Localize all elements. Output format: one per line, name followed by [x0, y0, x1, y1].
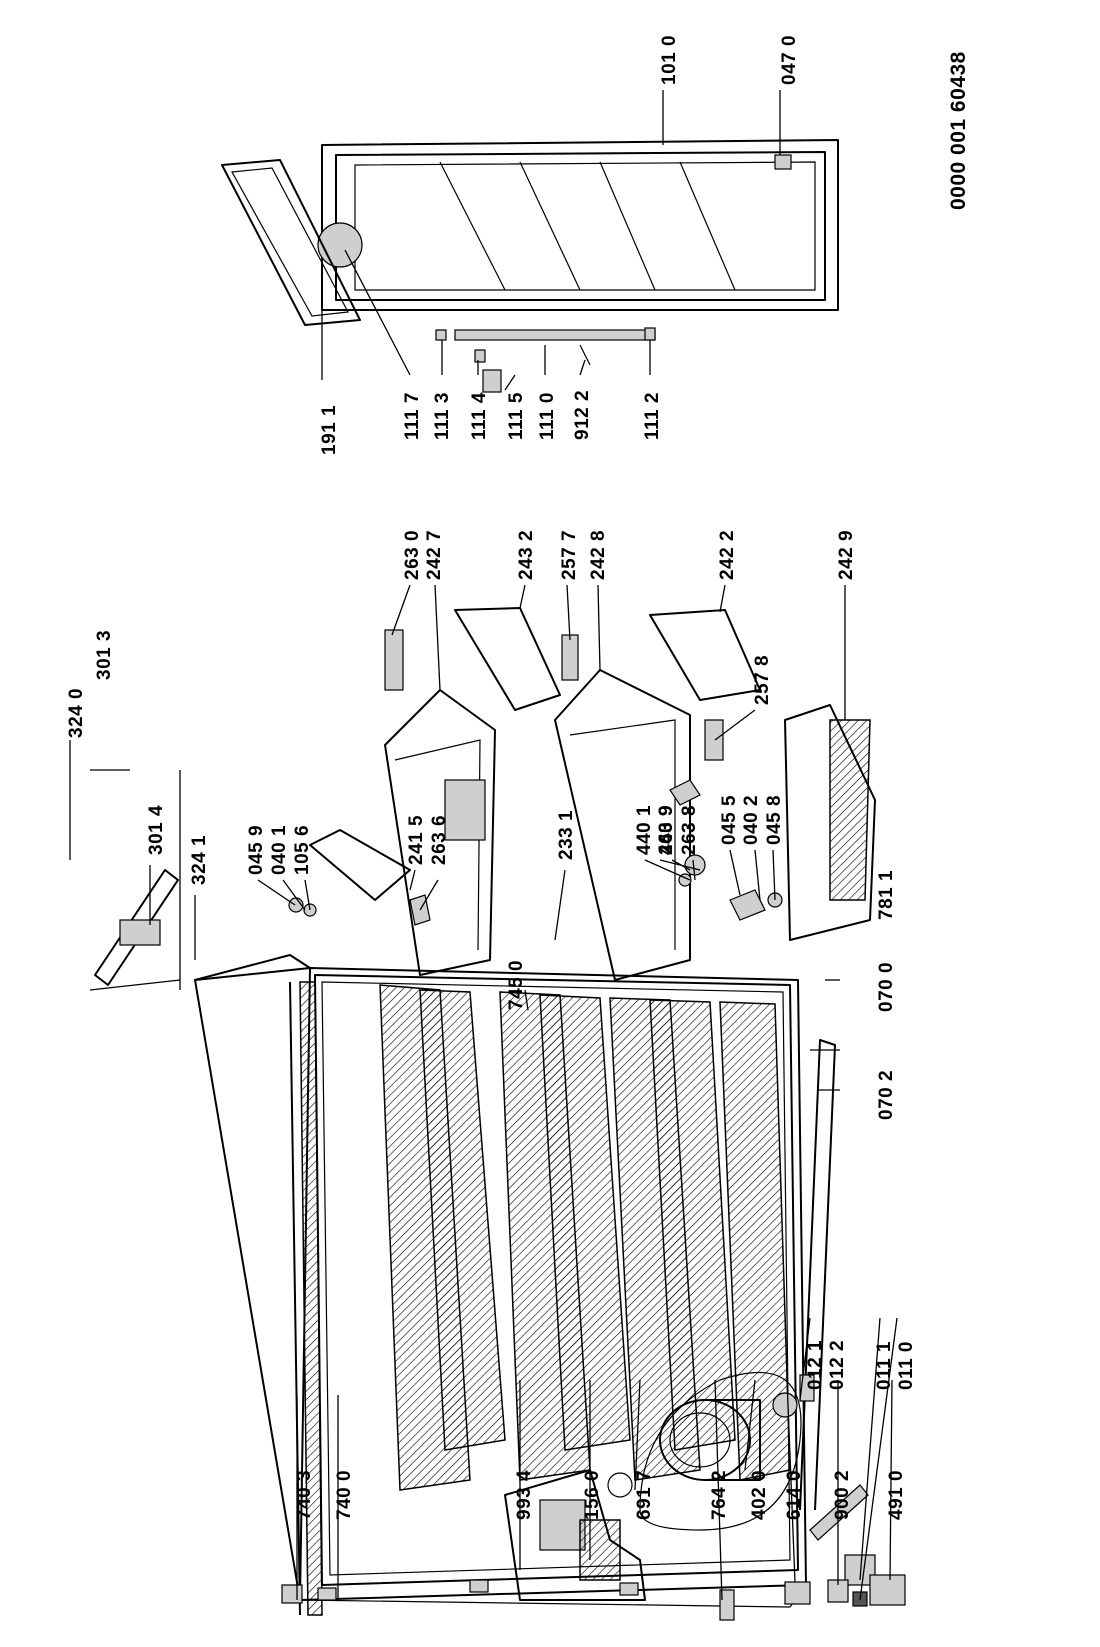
door-handle	[435, 327, 656, 393]
part-label: 011 0	[896, 1341, 917, 1390]
part-label: 324 0	[66, 688, 87, 738]
part-label: 740 0	[334, 1470, 355, 1520]
part-label: 912 2	[572, 390, 593, 440]
part-label: 011 1	[874, 1341, 895, 1390]
cover-part	[869, 1574, 906, 1606]
part-label: 045 5	[719, 795, 740, 845]
part-label: 993 4	[514, 1470, 535, 1520]
part-label: 263 6	[429, 815, 450, 865]
part-label: 263 0	[402, 530, 423, 580]
part-label: 012 1	[805, 1340, 826, 1390]
part-label: 745 0	[506, 960, 527, 1010]
part-label: 440 9	[656, 805, 677, 855]
part-label: 491 0	[886, 1470, 907, 1520]
part-label: 242 8	[588, 530, 609, 580]
basket-upper	[384, 689, 496, 976]
part-label: 301 3	[94, 630, 115, 680]
part-label: 040 2	[741, 795, 762, 845]
leader-lines	[69, 90, 898, 1601]
door-gasket	[221, 159, 361, 326]
part-labels: 740 3 740 0 993 4 156 0 691 7 764 2 402 0 614 0…	[66, 35, 970, 1520]
top-panel	[89, 869, 181, 991]
part-label: 101 0	[659, 35, 680, 85]
part-label: 111 3	[432, 392, 453, 440]
part-label: 111 2	[642, 392, 663, 440]
part-label: 070 2	[876, 1070, 897, 1120]
part-label: 691 7	[634, 1470, 655, 1520]
cabinet-body	[194, 954, 876, 1608]
part-label: 191 1	[319, 405, 340, 455]
part-label: 233 1	[556, 810, 577, 860]
part-label: 781 1	[876, 870, 897, 920]
part-label: 440 1	[634, 805, 655, 855]
part-label: 324 1	[189, 835, 210, 885]
part-label: 111 0	[537, 392, 558, 440]
flap-top	[309, 829, 411, 901]
compressor	[639, 1371, 815, 1531]
part-label: 242 9	[836, 530, 857, 580]
part-label: 242 7	[424, 530, 445, 580]
part-label: 156 0	[582, 1470, 603, 1520]
wire-shelves	[379, 984, 791, 1491]
part-label: 263 9	[656, 805, 677, 855]
document-id: 0000 001 60438	[947, 51, 970, 210]
part-label: 900 2	[832, 1470, 853, 1520]
part-label: 045 8	[764, 795, 785, 845]
part-label: 257 8	[752, 655, 773, 705]
part-label: 764 2	[709, 1470, 730, 1520]
part-label: 105 6	[292, 825, 313, 875]
part-label: 047 0	[779, 35, 800, 85]
door	[317, 139, 839, 311]
basket-lower	[784, 704, 876, 941]
part-label: 257 7	[559, 530, 580, 580]
hinge-part	[774, 154, 792, 170]
condenser	[281, 981, 639, 1616]
part-label: 614 0	[784, 1470, 805, 1520]
part-label: 243 2	[516, 530, 537, 580]
part-label: 070 0	[876, 962, 897, 1012]
control-panel	[504, 1469, 646, 1601]
part-label: 740 3	[294, 1470, 315, 1520]
part-label: 045 9	[246, 825, 267, 875]
part-label: 402 0	[749, 1470, 770, 1520]
part-label: 241 5	[406, 815, 427, 865]
thermostat-part	[784, 1581, 811, 1605]
flap-upper	[454, 607, 561, 711]
part-label: 111 4	[469, 392, 490, 440]
part-label: 012 2	[827, 1340, 848, 1390]
part-label: 040 1	[269, 825, 290, 875]
flap-middle	[649, 609, 761, 701]
part-label: 263 8	[679, 805, 700, 855]
part-label: 111 7	[402, 392, 423, 440]
small-parts	[288, 629, 783, 926]
lamp-part	[719, 1589, 735, 1621]
part-label: 242 2	[717, 530, 738, 580]
part-label: 111 5	[506, 392, 527, 440]
part-label: 301 4	[146, 805, 167, 855]
